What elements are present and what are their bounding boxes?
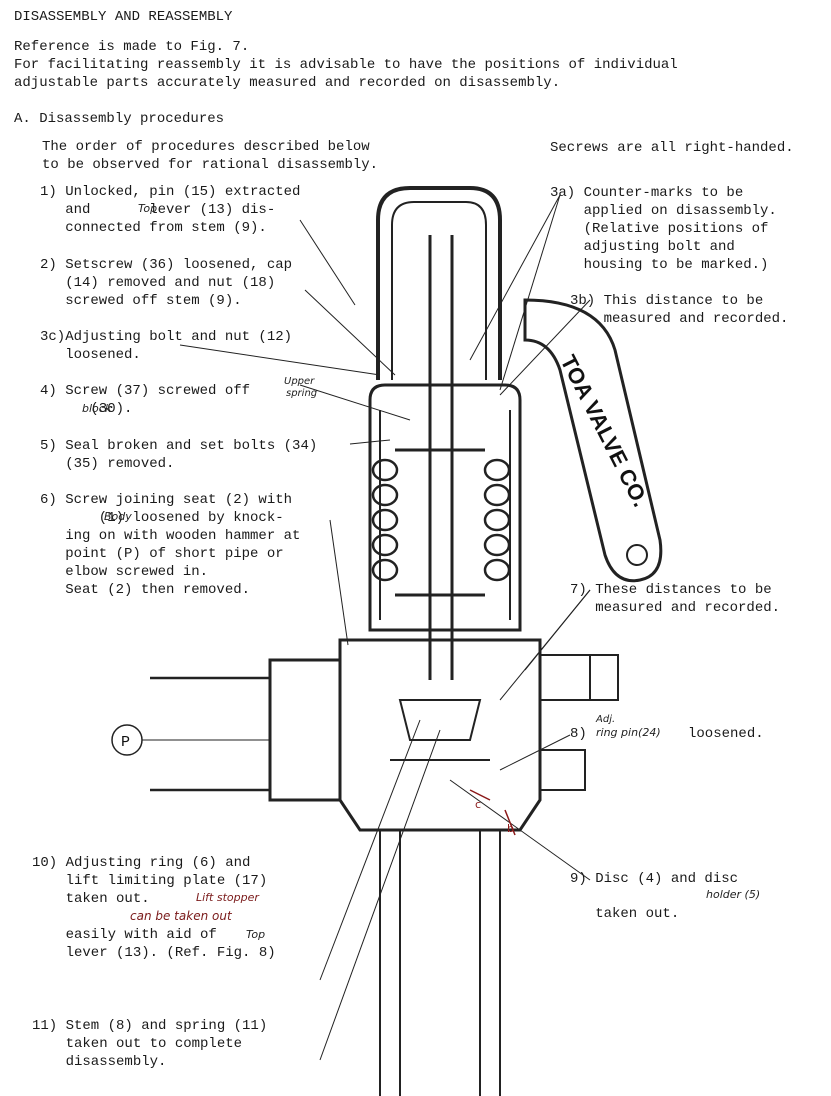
step-9-handwritten: holder (5) [706,888,761,901]
step-10-line-2: lift limiting plate (17) [32,873,268,889]
step-6-handwritten: Body [104,510,132,523]
screws-note: Secrews are all right-handed. [550,140,794,156]
order-note-1: The order of procedures described below [42,139,370,155]
step-7-line-1: 7) These distances to be [570,582,772,598]
intro-line-2: For facilitating reassembly it is advisa… [14,57,678,73]
step-7-line-2: measured and recorded. [570,600,781,616]
step-3a-line-3: (Relative positions of [550,221,769,237]
order-note-2: to be observed for rational disassembly. [42,157,379,173]
step-3b-line-2: measured and recorded. [570,311,789,327]
step-2-line-1: 2) Setscrew (36) loosened, cap [40,257,293,273]
step-3c-line-1: 3c)Adjusting bolt and nut (12) [40,329,293,345]
step-3c-line-2: loosened. [40,347,141,363]
step-9-line-3: taken out. [570,906,680,922]
intro-line-1: Reference is made to Fig. 7. [14,39,250,55]
step-5-line-2: (35) removed. [40,456,175,472]
step-1-line-1: 1) Unlocked, pin (15) extracted [40,184,301,200]
step-6-line-5: elbow screwed in. [40,564,209,580]
step-2-line-2: (14) removed and nut (18) [40,275,276,291]
step-3a-line-2: applied on disassembly. [550,203,777,219]
section-heading: A. Disassembly procedures [14,111,225,127]
step-6-line-2: (1) loosened by knock- [40,510,284,526]
step-4-hw-spring: spring [286,388,318,399]
step-10-line-5: easily with aid of [32,927,217,943]
step-4-hw-block: block [82,402,112,415]
step-10-hw-lift-stopper: Lift stopper [196,891,259,904]
step-2-line-3: screwed off stem (9). [40,293,242,309]
step-3a-line-1: 3a) Counter-marks to be [550,185,744,201]
step-1-line-3: connected from stem (9). [40,220,267,236]
page-title: DISASSEMBLY AND REASSEMBLY [14,9,233,25]
step-6-line-6: Seat (2) then removed. [40,582,251,598]
mark-c-label: c [475,798,481,811]
point-p-label: P [121,734,130,751]
step-10-line-1: 10) Adjusting ring (6) and [32,855,251,871]
step-11-line-2: taken out to complete [32,1036,243,1052]
step-4-hw-upper: Upper [284,376,315,387]
step-10-line-3: taken out. [32,891,150,907]
step-5-line-1: 5) Seal broken and set bolts (34) [40,438,318,454]
step-9-line-1: 9) Disc (4) and disc [570,871,739,887]
step-8-hw-adj: Adj. [596,714,616,725]
step-6-line-4: point (P) of short pipe or [40,546,284,562]
step-10-line-6: lever (13). (Ref. Fig. 8) [32,945,276,961]
lever-nameplate-text: TOA VALVE CO. [556,351,654,511]
intro-line-3: adjustable parts accurately measured and… [14,75,561,91]
step-3a-line-4: adjusting bolt and [550,239,735,255]
step-8-hw-ringpin: ring pin(24) [596,726,661,739]
step-4-line-2: (30). [40,401,133,417]
step-1-line-2: and lever (13) dis- [40,202,276,218]
step-3b-line-1: 3b) This distance to be [570,293,764,309]
mark-b-label: b [507,822,514,835]
step-6-line-1: 6) Screw joining seat (2) with [40,492,293,508]
step-11-line-3: disassembly. [32,1054,167,1070]
step-1-handwritten: Top [138,202,158,215]
step-10-hw-top: Top [246,928,266,941]
step-11-line-1: 11) Stem (8) and spring (11) [32,1018,268,1034]
step-8-line-1: 8) [570,726,587,742]
step-8-line-2: loosened. [646,726,764,742]
step-10-hw-can-be: can be taken out [130,909,232,923]
step-3a-line-5: housing to be marked.) [550,257,769,273]
step-6-line-3: ing on with wooden hammer at [40,528,301,544]
step-4-line-1: 4) Screw (37) screwed off [40,383,251,399]
